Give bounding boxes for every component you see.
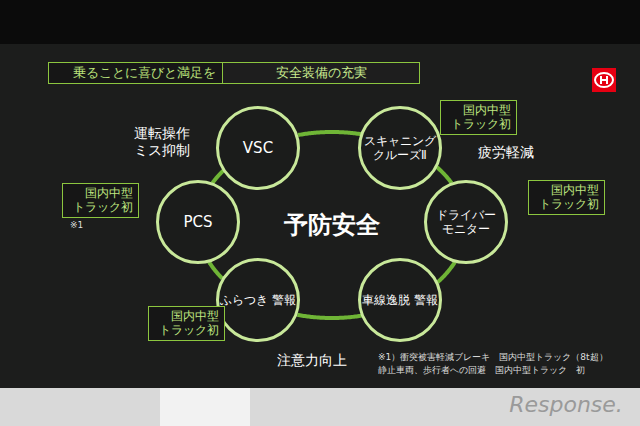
group-label: 運転操作 ミス抑制 (126, 125, 199, 159)
callout-box: 国内中型 トラック初 (440, 100, 517, 135)
center-title: 予防安全 (284, 211, 380, 240)
group-label: 注意力向上 (277, 352, 347, 369)
circle-shape (360, 260, 441, 341)
footnote: ※1）衝突被害軽減ブレーキ 国内中型トラック（8t超） (378, 352, 608, 363)
callout-box: 国内中型 トラック初 (528, 180, 605, 215)
feature-name: 車線逸脱 警報 (362, 293, 438, 307)
feature-circle: ふらつき 警報 (216, 258, 300, 342)
ring-connector (438, 262, 455, 282)
callout-box: 国内中型 トラック初 (62, 183, 139, 218)
callout-text: 国内中型 トラック初 (154, 309, 219, 338)
feature-circle: ドライバー モニター (424, 180, 508, 264)
feature-name: VSC (243, 139, 273, 157)
footnote: 静止車両、歩行者への回避 国内中型トラック 初 (378, 365, 585, 376)
feature-name: ふらつき 警報 (220, 293, 296, 307)
watermark: Response. (509, 392, 623, 418)
logo-ring (595, 73, 613, 87)
ring-connector (209, 262, 222, 278)
group-label: 疲労軽減 (478, 144, 534, 161)
footnote-mark: ※1 (70, 220, 83, 231)
callout-text: 国内中型 トラック初 (534, 183, 599, 212)
ring-connector (437, 167, 452, 183)
callout-box: 国内中型 トラック初 (148, 306, 225, 341)
banner-text: 乗ることに喜びと満足を (73, 65, 216, 81)
ring-connector (298, 132, 361, 135)
circle-shape (218, 260, 299, 341)
logo-mark (592, 68, 616, 92)
stage-floor (0, 388, 640, 426)
feature-circle: VSC (216, 106, 300, 190)
callout-text: 国内中型 トラック初 (446, 103, 511, 132)
banner-text: 安全装備の充実 (276, 65, 367, 81)
feature-circle: PCS (156, 180, 240, 264)
logo-bar (600, 79, 608, 81)
feature-name: スキャニング クルーズⅡ (358, 134, 442, 162)
feature-name: PCS (183, 213, 212, 231)
ring-connector (297, 315, 361, 318)
callout-text: 国内中型 トラック初 (68, 186, 133, 215)
feature-circle: 車線逸脱 警報 (358, 258, 442, 342)
feature-circle: スキャニング クルーズⅡ (358, 106, 442, 190)
ring-connector (212, 170, 223, 183)
stage-panel (160, 388, 250, 426)
banner-box: 安全装備の充実 (222, 62, 420, 84)
circle-shape (158, 182, 239, 263)
screen (0, 44, 640, 388)
circle-shape (218, 108, 299, 189)
feature-name: ドライバー モニター (424, 208, 508, 236)
